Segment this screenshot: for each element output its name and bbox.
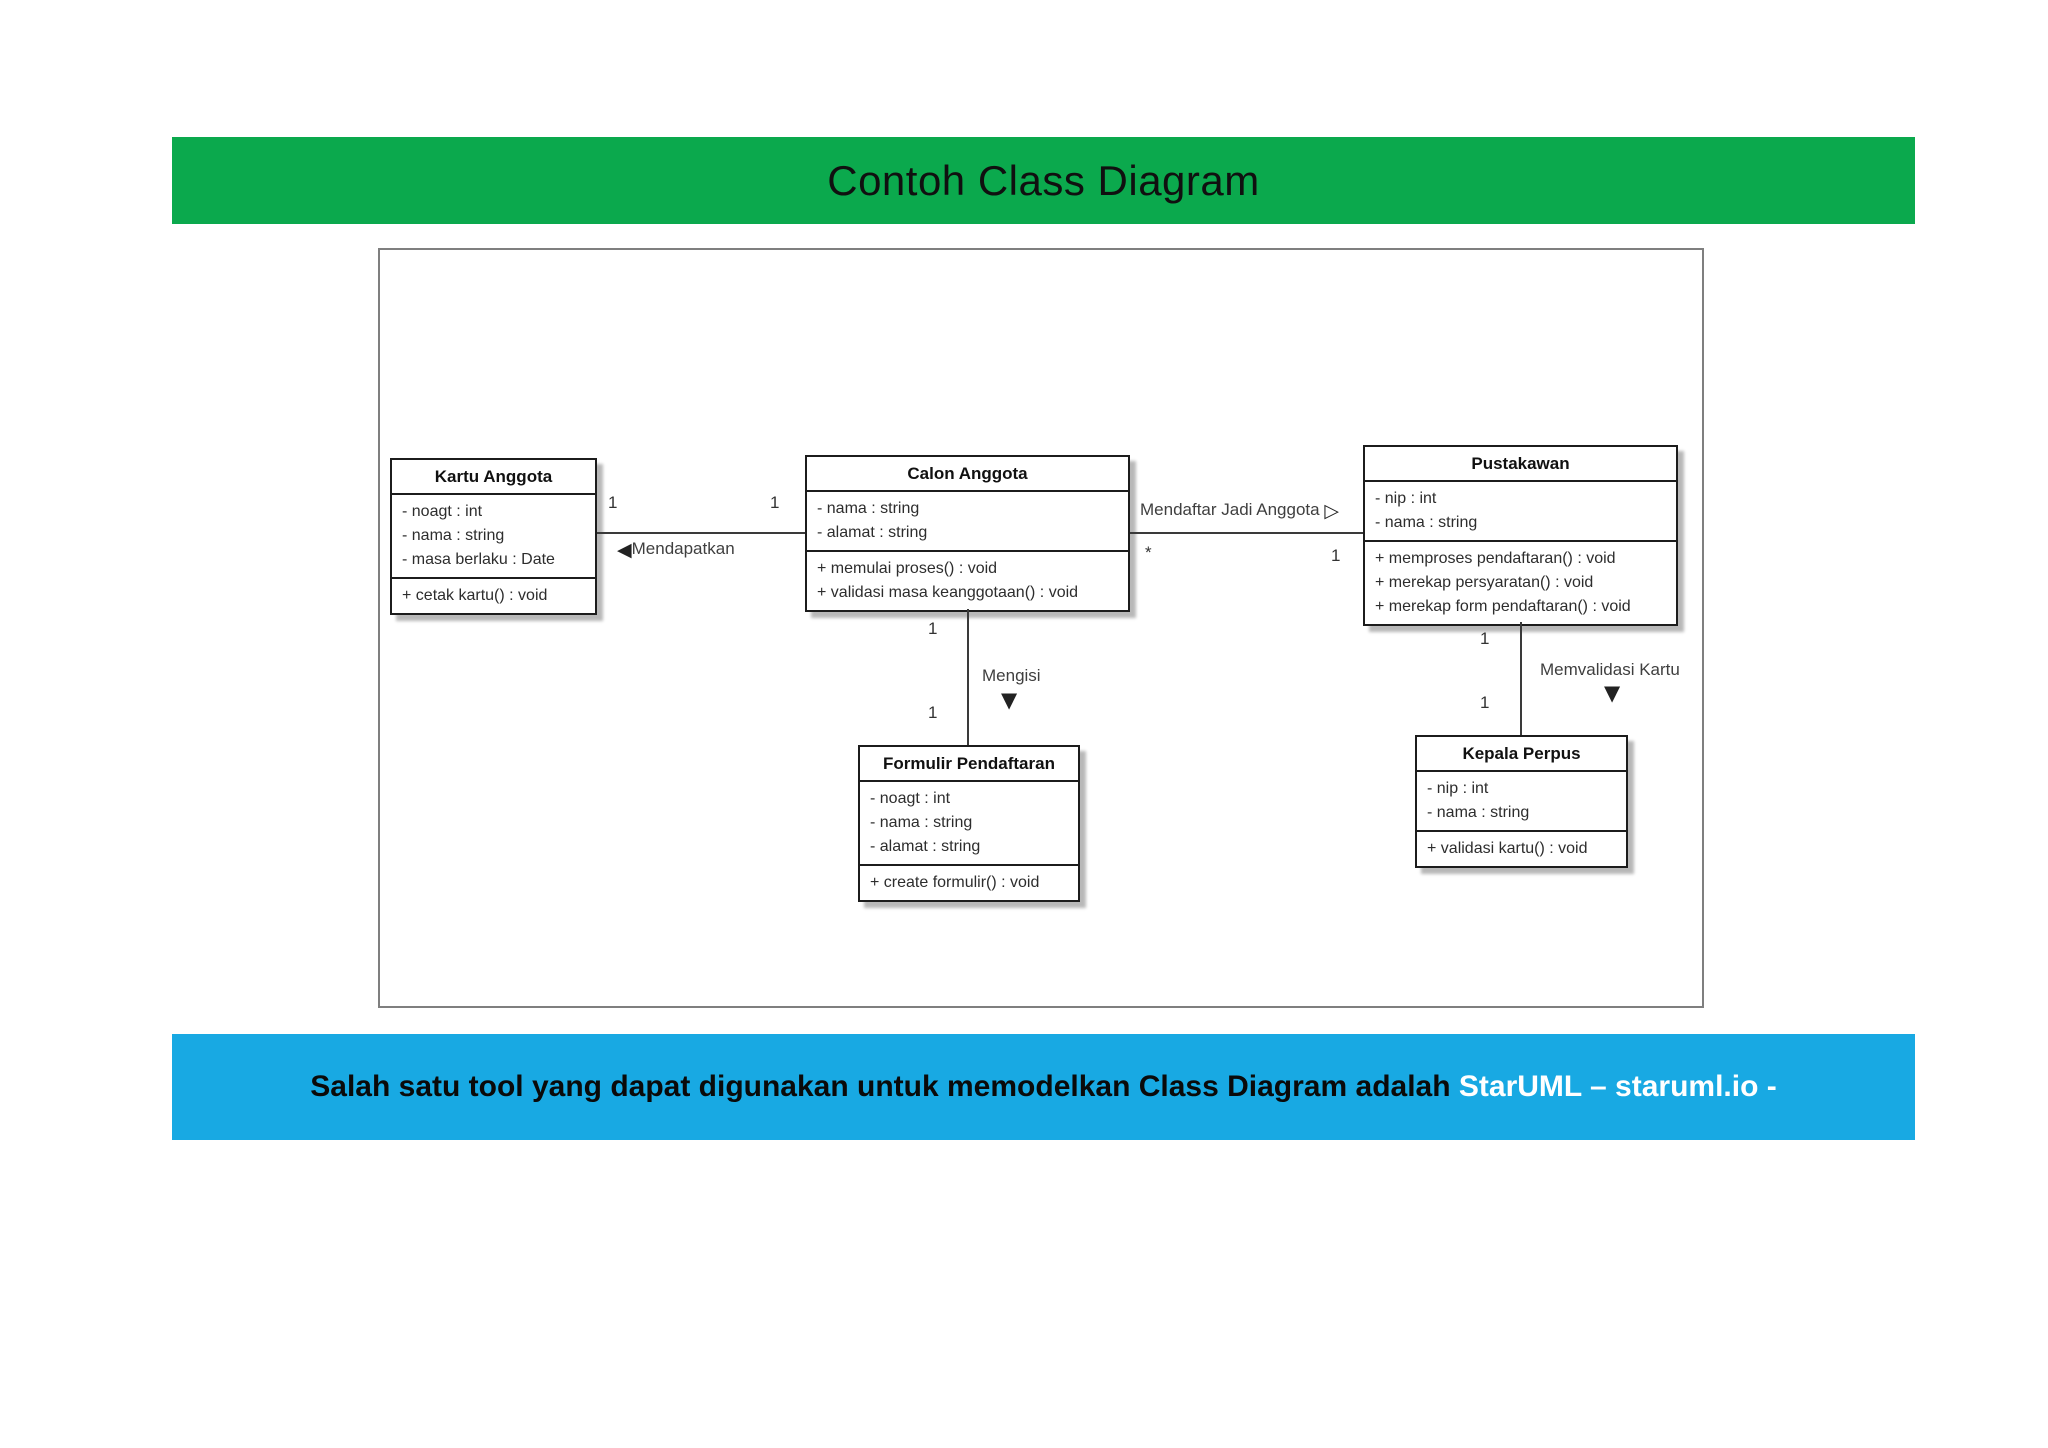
operations-compartment: + memulai proses() : void + validasi mas… (807, 552, 1128, 610)
association-label-text: Mendaftar Jadi Anggota (1140, 500, 1320, 519)
class-attribute: - alamat : string (870, 838, 981, 855)
class-attribute: - masa berlaku : Date (402, 551, 555, 568)
class-operation: + validasi masa keanggotaan() : void (817, 584, 1079, 601)
multiplicity-label: 1 (928, 619, 938, 638)
class-attribute: - noagt : int (870, 790, 951, 807)
class-operation: + memproses pendaftaran() : void (1375, 550, 1616, 567)
class-attribute: - nama : string (870, 814, 973, 831)
multiplicity-label: * (1145, 543, 1152, 562)
left-arrow-icon: ◀ (617, 539, 632, 561)
class-attribute: - nama : string (1427, 804, 1530, 821)
footer-banner: Salah satu tool yang dapat digunakan unt… (172, 1034, 1915, 1140)
class-operation: + merekap form pendaftaran() : void (1375, 598, 1631, 615)
attributes-compartment: - noagt : int - nama : string - alamat :… (860, 782, 1078, 866)
footer-text-highlight: StarUML – staruml.io - (1458, 1070, 1777, 1103)
class-title: Pustakawan (1365, 447, 1676, 482)
class-attribute: - nip : int (1427, 780, 1489, 797)
association-line-memvalidasi-kartu (1520, 622, 1522, 735)
right-arrow-icon: ▷ (1324, 500, 1339, 522)
association-label-memvalidasi-kartu: Memvalidasi Kartu (1540, 660, 1680, 679)
class-operation: + cetak kartu() : void (402, 587, 548, 604)
down-arrow-icon: ▼ (1604, 681, 1621, 705)
operations-compartment: + create formulir() : void (860, 866, 1078, 900)
class-box-formulir-pendaftaran: Formulir Pendaftaran - noagt : int - nam… (858, 745, 1080, 902)
footer-text: Salah satu tool yang dapat digunakan unt… (310, 1070, 1776, 1104)
multiplicity-label: 1 (1331, 546, 1341, 565)
attributes-compartment: - nip : int - nama : string (1417, 772, 1626, 832)
attributes-compartment: - nama : string - alamat : string (807, 492, 1128, 552)
class-title: Formulir Pendaftaran (860, 747, 1078, 782)
class-box-kartu-anggota: Kartu Anggota - noagt : int - nama : str… (390, 458, 597, 615)
class-operation: + validasi kartu() : void (1427, 840, 1588, 857)
class-attribute: - nama : string (817, 500, 920, 517)
class-box-kepala-perpus: Kepala Perpus - nip : int - nama : strin… (1415, 735, 1628, 868)
attributes-compartment: - nip : int - nama : string (1365, 482, 1676, 542)
association-label-mendapatkan: ◀Mendapatkan (617, 539, 735, 560)
operations-compartment: + validasi kartu() : void (1417, 832, 1626, 866)
class-box-calon-anggota: Calon Anggota - nama : string - alamat :… (805, 455, 1130, 612)
class-attribute: - alamat : string (817, 524, 928, 541)
class-box-pustakawan: Pustakawan - nip : int - nama : string +… (1363, 445, 1678, 626)
association-label-mengisi: Mengisi (982, 666, 1041, 685)
association-line-mengisi (967, 609, 969, 745)
association-line-mendapatkan (597, 532, 805, 534)
operations-compartment: + memproses pendaftaran() : void + merek… (1365, 542, 1676, 624)
attributes-compartment: - noagt : int - nama : string - masa ber… (392, 495, 595, 579)
association-label-mendaftar-jadi-anggota: Mendaftar Jadi Anggota ▷ (1140, 500, 1339, 521)
footer-text-plain: Salah satu tool yang dapat digunakan unt… (310, 1070, 1451, 1103)
operations-compartment: + cetak kartu() : void (392, 579, 595, 613)
multiplicity-label: 1 (608, 493, 618, 512)
multiplicity-label: 1 (770, 493, 780, 512)
class-operation: + memulai proses() : void (817, 560, 998, 577)
class-attribute: - nip : int (1375, 490, 1437, 507)
class-attribute: - nama : string (402, 527, 505, 544)
page-title: Contoh Class Diagram (827, 156, 1260, 204)
multiplicity-label: 1 (1480, 693, 1490, 712)
class-title: Kartu Anggota (392, 460, 595, 495)
association-line-mendaftar-jadi-anggota (1130, 532, 1363, 534)
class-title: Kepala Perpus (1417, 737, 1626, 772)
class-attribute: - noagt : int (402, 503, 483, 520)
title-banner: Contoh Class Diagram (172, 137, 1915, 224)
class-operation: + merekap persyaratan() : void (1375, 574, 1594, 591)
class-operation: + create formulir() : void (870, 874, 1040, 891)
down-arrow-icon: ▼ (1001, 688, 1018, 712)
multiplicity-label: 1 (1480, 629, 1490, 648)
class-attribute: - nama : string (1375, 514, 1478, 531)
association-label-text: Mendapatkan (631, 539, 735, 558)
class-title: Calon Anggota (807, 457, 1128, 492)
multiplicity-label: 1 (928, 703, 938, 722)
